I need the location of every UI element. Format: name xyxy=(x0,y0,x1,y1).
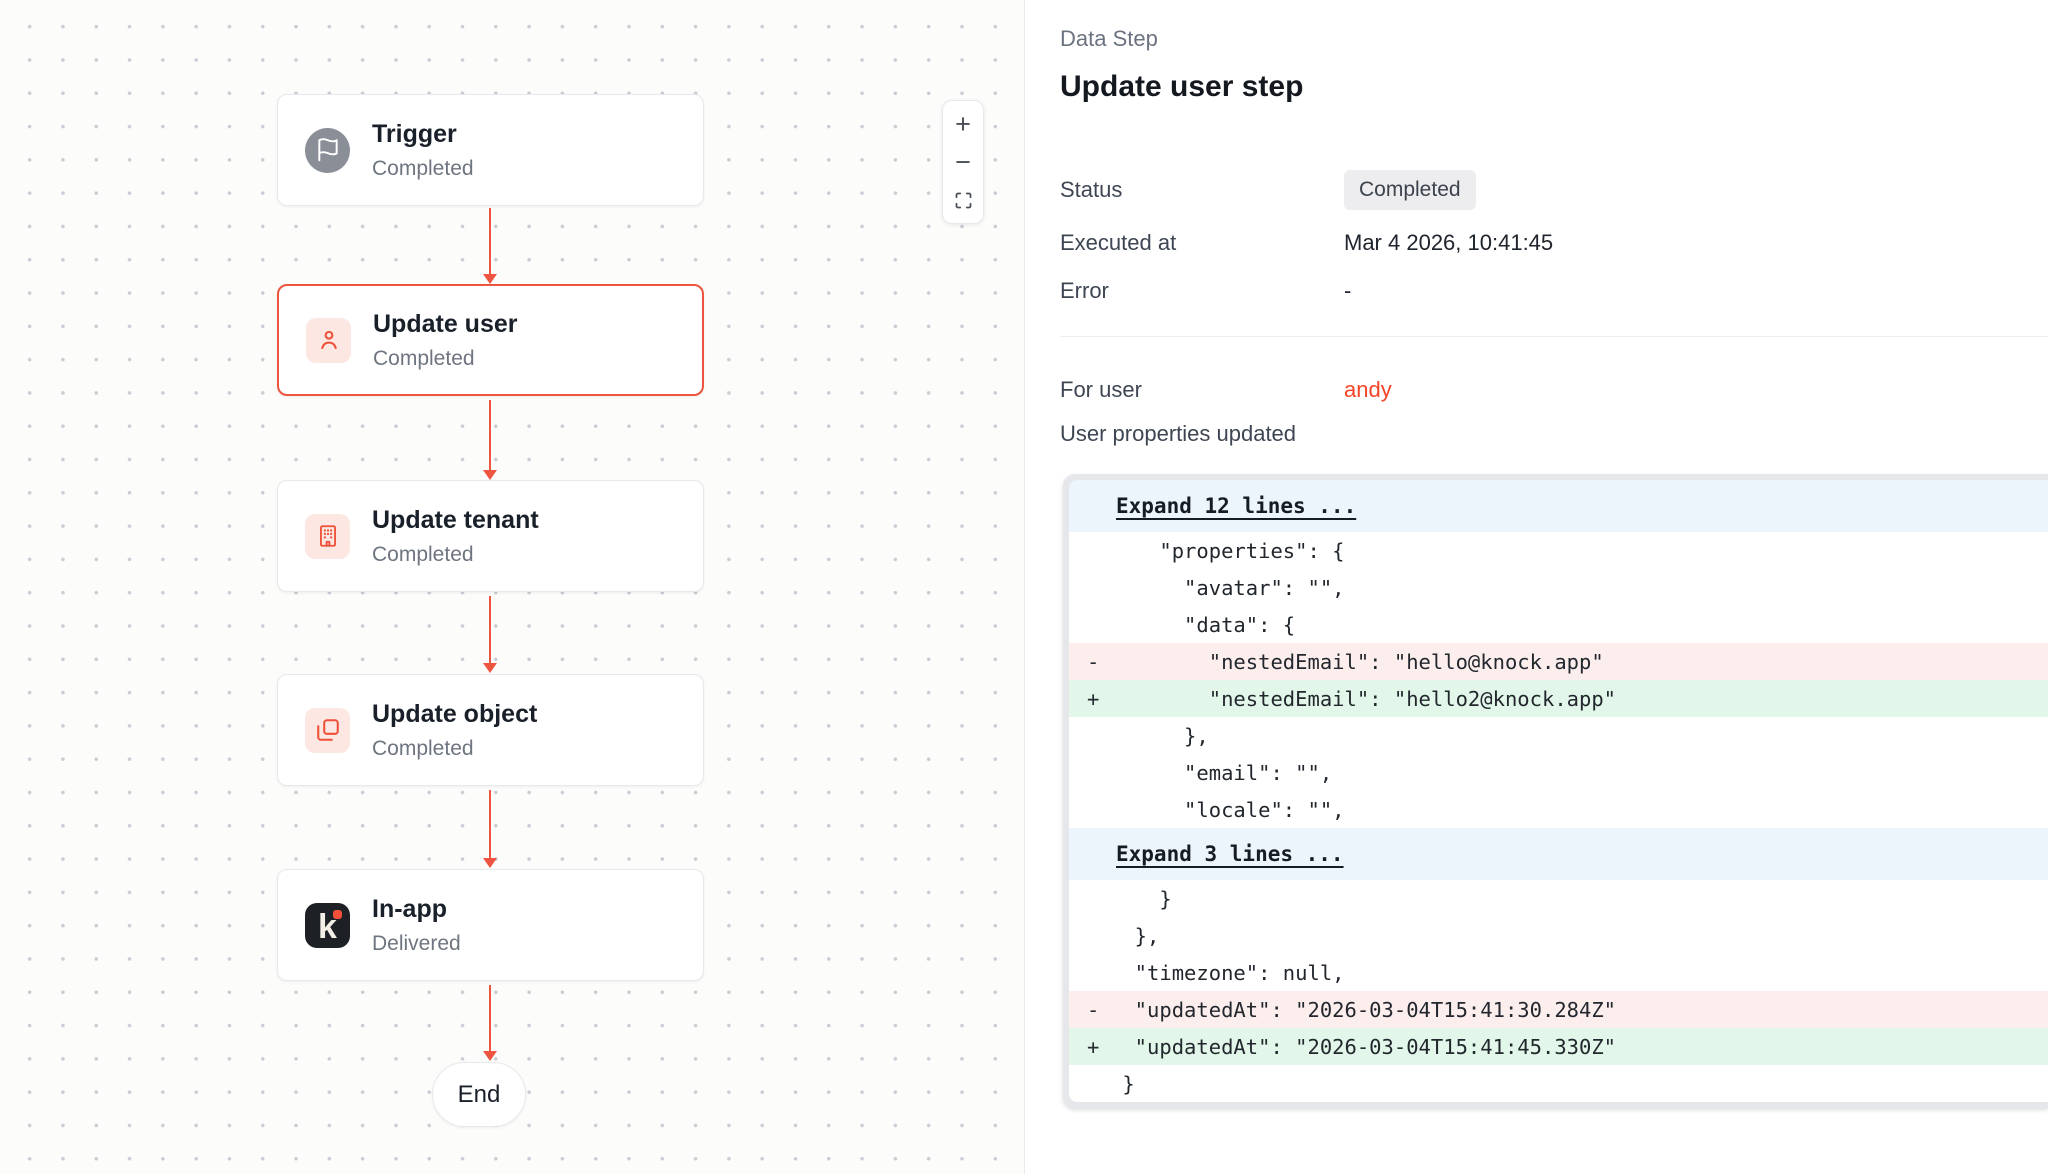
status-badge: Completed xyxy=(1344,170,1476,210)
edge-arrow xyxy=(483,790,497,868)
page-title: Update user step xyxy=(1060,70,1304,103)
user-properties-diff: Expand 12 lines ... "properties": { "ava… xyxy=(1063,474,2048,1108)
end-label: End xyxy=(457,1080,501,1108)
knock-logo-icon: k xyxy=(305,902,350,948)
field-row-status: Status Completed xyxy=(1060,168,2048,212)
diff-context-row: } xyxy=(1069,1065,2048,1102)
node-title: Trigger xyxy=(372,119,457,148)
edge-arrow xyxy=(483,596,497,673)
node-update-object[interactable]: Update object Completed xyxy=(277,674,704,786)
executed-at-value: Mar 4 2026, 10:41:45 xyxy=(1344,230,1554,255)
user-link[interactable]: andy xyxy=(1344,377,1392,402)
diff-added-row: + "nestedEmail": "hello2@knock.app" xyxy=(1069,680,2048,717)
copy-icon xyxy=(305,707,350,753)
diff-removed-row: - "updatedAt": "2026-03-04T15:41:30.284Z… xyxy=(1069,991,2048,1028)
edge-arrow xyxy=(483,400,497,480)
field-label: Executed at xyxy=(1060,230,1177,255)
workflow-canvas[interactable]: Trigger Completed Update user Completed xyxy=(0,0,1024,1174)
fit-view-icon xyxy=(955,192,971,208)
error-value: - xyxy=(1344,278,1352,303)
section-divider xyxy=(1060,336,2048,337)
diff-added-row: + "updatedAt": "2026-03-04T15:41:45.330Z… xyxy=(1069,1028,2048,1065)
diff-context-row: "data": { xyxy=(1069,606,2048,643)
diff-context-row: "locale": "", xyxy=(1069,791,2048,828)
node-status: Completed xyxy=(372,542,474,566)
diff-removed-row: - "nestedEmail": "hello@knock.app" xyxy=(1069,643,2048,680)
diff-context-row: "timezone": null, xyxy=(1069,954,2048,991)
node-status: Completed xyxy=(372,156,474,180)
node-status: Completed xyxy=(373,346,475,370)
field-row-for-user: For user andy xyxy=(1060,373,2048,407)
zoom-out-button[interactable]: − xyxy=(943,143,983,181)
node-update-tenant[interactable]: Update tenant Completed xyxy=(277,480,704,592)
edge-arrow xyxy=(483,985,497,1061)
user-icon xyxy=(306,317,351,363)
node-status: Completed xyxy=(372,736,474,760)
node-title: Update object xyxy=(372,699,538,728)
flag-icon xyxy=(305,127,350,173)
node-status: Delivered xyxy=(372,931,461,955)
diff-context-row: "email": "", xyxy=(1069,754,2048,791)
building-icon xyxy=(305,513,350,559)
node-title: In-app xyxy=(372,894,447,923)
step-type-label: Data Step xyxy=(1060,26,1158,51)
field-label: Status xyxy=(1060,177,1123,202)
field-row-executed-at: Executed at Mar 4 2026, 10:41:45 xyxy=(1060,226,2048,260)
field-label: For user xyxy=(1060,377,1142,402)
diff-context-row: "properties": { xyxy=(1069,532,2048,569)
step-detail-panel: Data Step Update user step Status Comple… xyxy=(1024,0,2048,1174)
fit-view-button[interactable] xyxy=(943,181,983,219)
knock-logo-dot xyxy=(333,909,342,919)
node-title: Update user xyxy=(373,309,518,338)
diff-expand-row[interactable]: Expand 3 lines ... xyxy=(1069,828,2048,880)
diff-heading: User properties updated xyxy=(1060,421,1297,446)
field-row-error: Error - xyxy=(1060,274,2048,308)
canvas-zoom-toolbar: + − xyxy=(942,100,984,224)
node-trigger[interactable]: Trigger Completed xyxy=(277,94,704,206)
diff-expand-row[interactable]: Expand 12 lines ... xyxy=(1069,480,2048,532)
edge-arrow xyxy=(483,208,497,284)
diff-context-row: }, xyxy=(1069,917,2048,954)
zoom-in-button[interactable]: + xyxy=(943,105,983,143)
node-update-user[interactable]: Update user Completed xyxy=(277,284,704,396)
diff-context-row: "avatar": "", xyxy=(1069,569,2048,606)
field-label: Error xyxy=(1060,278,1109,303)
node-in-app[interactable]: k In-app Delivered xyxy=(277,869,704,981)
node-title: Update tenant xyxy=(372,505,539,534)
diff-context-row: } xyxy=(1069,880,2048,917)
node-end: End xyxy=(432,1062,526,1127)
diff-context-row: }, xyxy=(1069,717,2048,754)
